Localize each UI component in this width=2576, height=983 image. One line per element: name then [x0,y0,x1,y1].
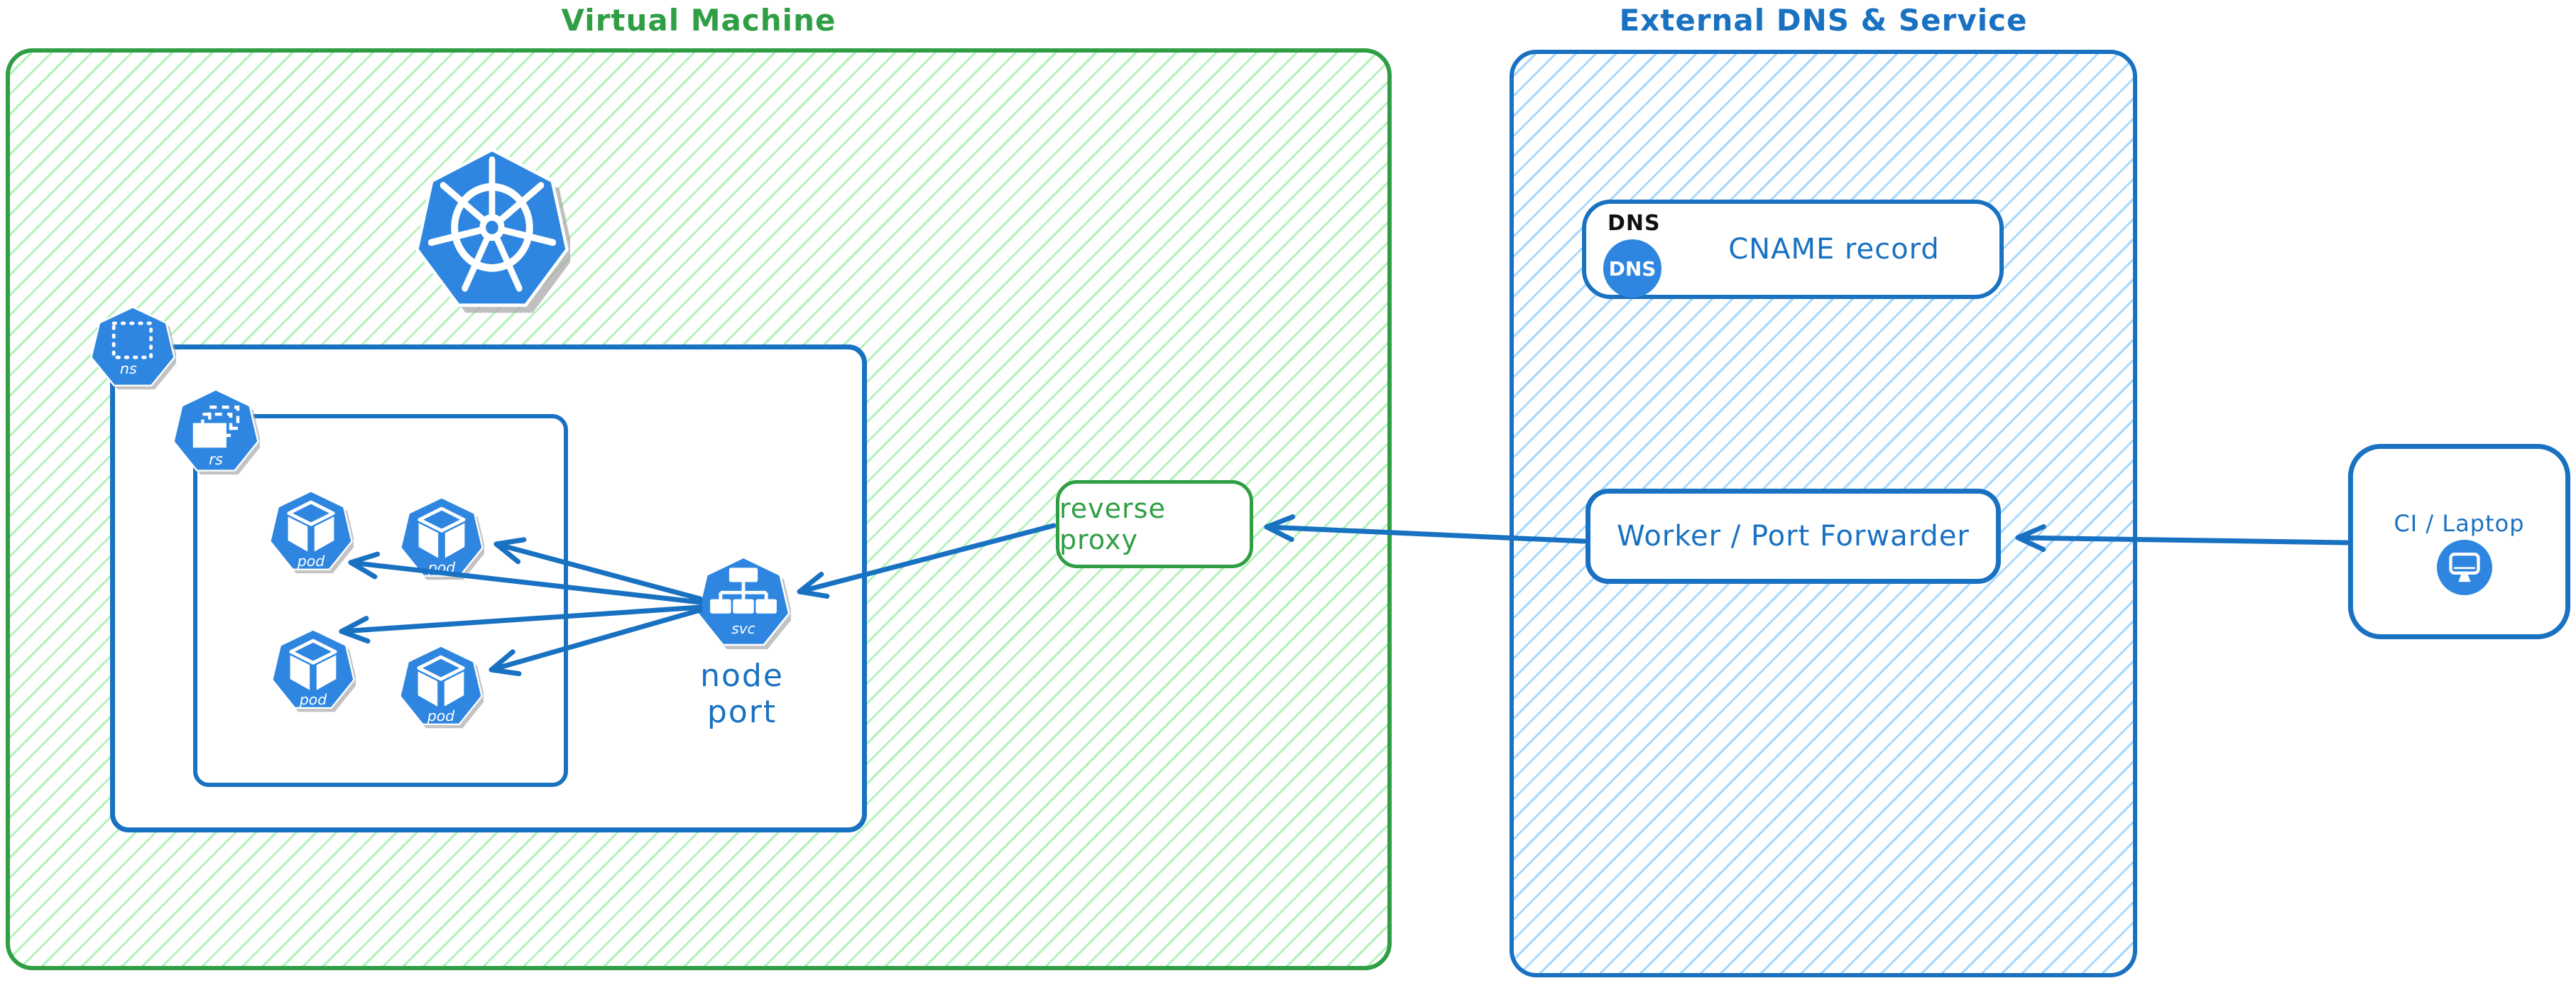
dns-cname-box: DNS DNS CNAME record [1582,200,2004,299]
reverse-proxy-label: reverse proxy [1059,493,1166,555]
node-port-label: node port [700,658,784,730]
pod-icon-label: pod [299,691,327,708]
cname-record-label: CNAME record [1728,233,1940,266]
svc-icon-label: svc [731,620,755,637]
ci-laptop-label: CI / Laptop [2394,510,2525,537]
pod-icon-3: pod [271,628,356,713]
ci-laptop-box: CI / Laptop [2348,444,2570,639]
service-icon: svc [696,555,791,651]
dns-tag: DNS [1608,211,1661,236]
laptop-monitor-icon [2437,540,2492,595]
rs-icon-label: rs [209,450,223,468]
pod-icon-label: pod [427,707,455,724]
pod-icon-4: pod [398,644,484,729]
vm-region-title: Virtual Machine [561,3,836,38]
dns-badge-label: DNS [1608,256,1657,281]
dns-badge-icon: DNS [1603,239,1661,298]
external-region-title: External DNS & Service [1619,3,2028,38]
pod-icon-label: pod [297,553,325,570]
replicaset-icon: rs [172,388,260,476]
kubernetes-logo-icon [414,146,570,315]
pod-icon-label: pod [427,559,456,576]
worker-port-forwarder-label: Worker / Port Forwarder [1617,520,1970,553]
reverse-proxy-box: reverse proxy [1056,480,1253,568]
worker-port-forwarder-box: Worker / Port Forwarder [1586,489,2001,584]
pod-icon-2: pod [399,496,484,581]
pod-icon-1: pod [268,489,354,575]
ns-icon-label: ns [120,360,137,377]
namespace-icon: ns [89,305,176,391]
